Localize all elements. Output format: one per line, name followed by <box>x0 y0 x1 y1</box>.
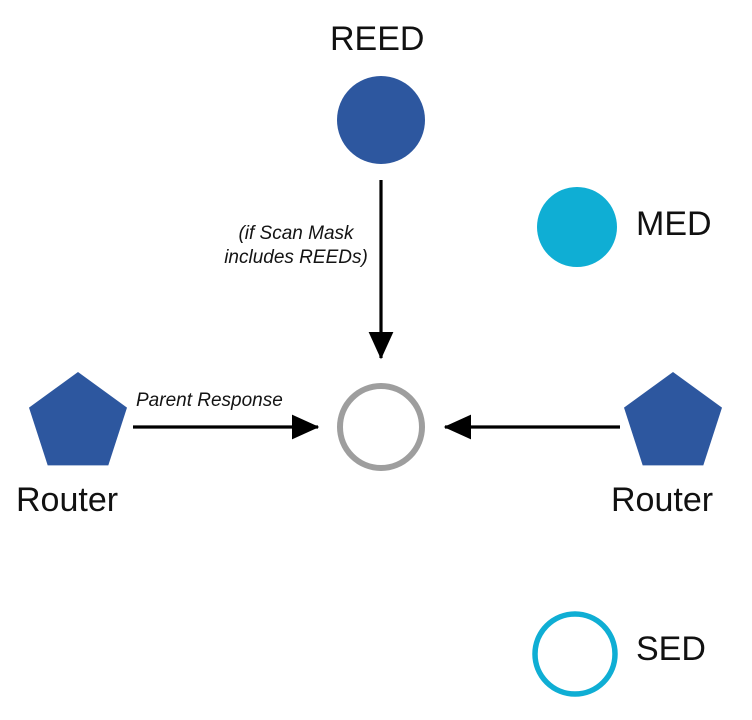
node-joiner-circle[interactable] <box>337 383 425 471</box>
node-label-router-left: Router <box>16 481 119 519</box>
edge-label-scan-mask-line2: includes REEDs) <box>224 246 368 268</box>
node-sed-circle[interactable] <box>532 611 618 697</box>
node-label-sed: SED <box>636 630 706 668</box>
node-label-reed: REED <box>330 20 425 58</box>
node-label-med: MED <box>636 205 712 243</box>
edge-label-parent-response: Parent Response <box>136 390 283 411</box>
edge-label-scan-mask-line1: (if Scan Mask <box>238 223 354 244</box>
node-router-left-pentagon[interactable] <box>29 372 127 466</box>
node-router-right-pentagon[interactable] <box>624 372 722 466</box>
node-reed-circle[interactable] <box>337 76 425 164</box>
node-med-circle[interactable] <box>537 187 617 267</box>
node-label-router-right: Router <box>611 481 714 519</box>
edge-label-scan-mask: (if Scan Mask includes REEDs) <box>196 222 396 270</box>
